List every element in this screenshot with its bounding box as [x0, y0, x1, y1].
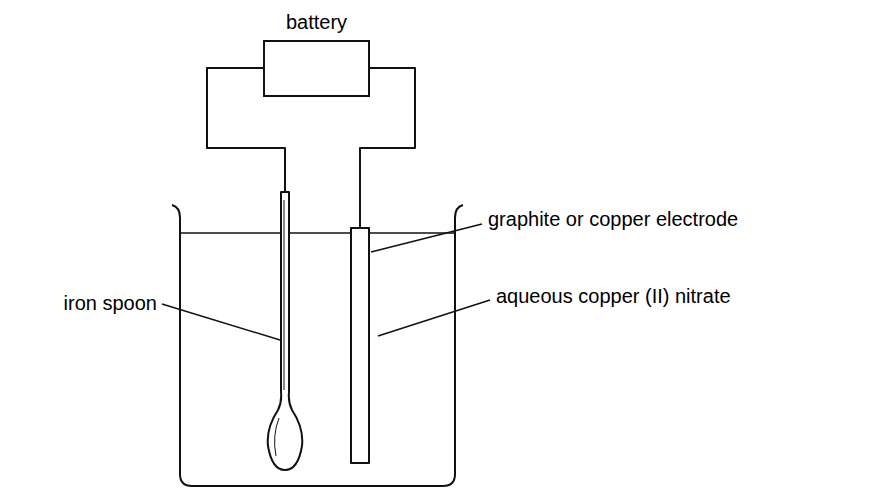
- part-label: aqueous copper (II) nitrate: [496, 285, 731, 307]
- leader-line: [162, 304, 280, 340]
- battery-box: battery: [263, 40, 370, 97]
- beaker: [172, 205, 463, 486]
- leader-line: [371, 224, 482, 252]
- liquid-surface: [180, 232, 455, 234]
- electrode: [351, 228, 369, 463]
- spoon-shading: [275, 200, 284, 456]
- leader-line: [378, 300, 490, 336]
- part-label: iron spoon: [64, 292, 157, 314]
- part-label: graphite or copper electrode: [488, 208, 738, 230]
- iron-spoon: [268, 192, 303, 470]
- component-label: battery: [286, 11, 347, 34]
